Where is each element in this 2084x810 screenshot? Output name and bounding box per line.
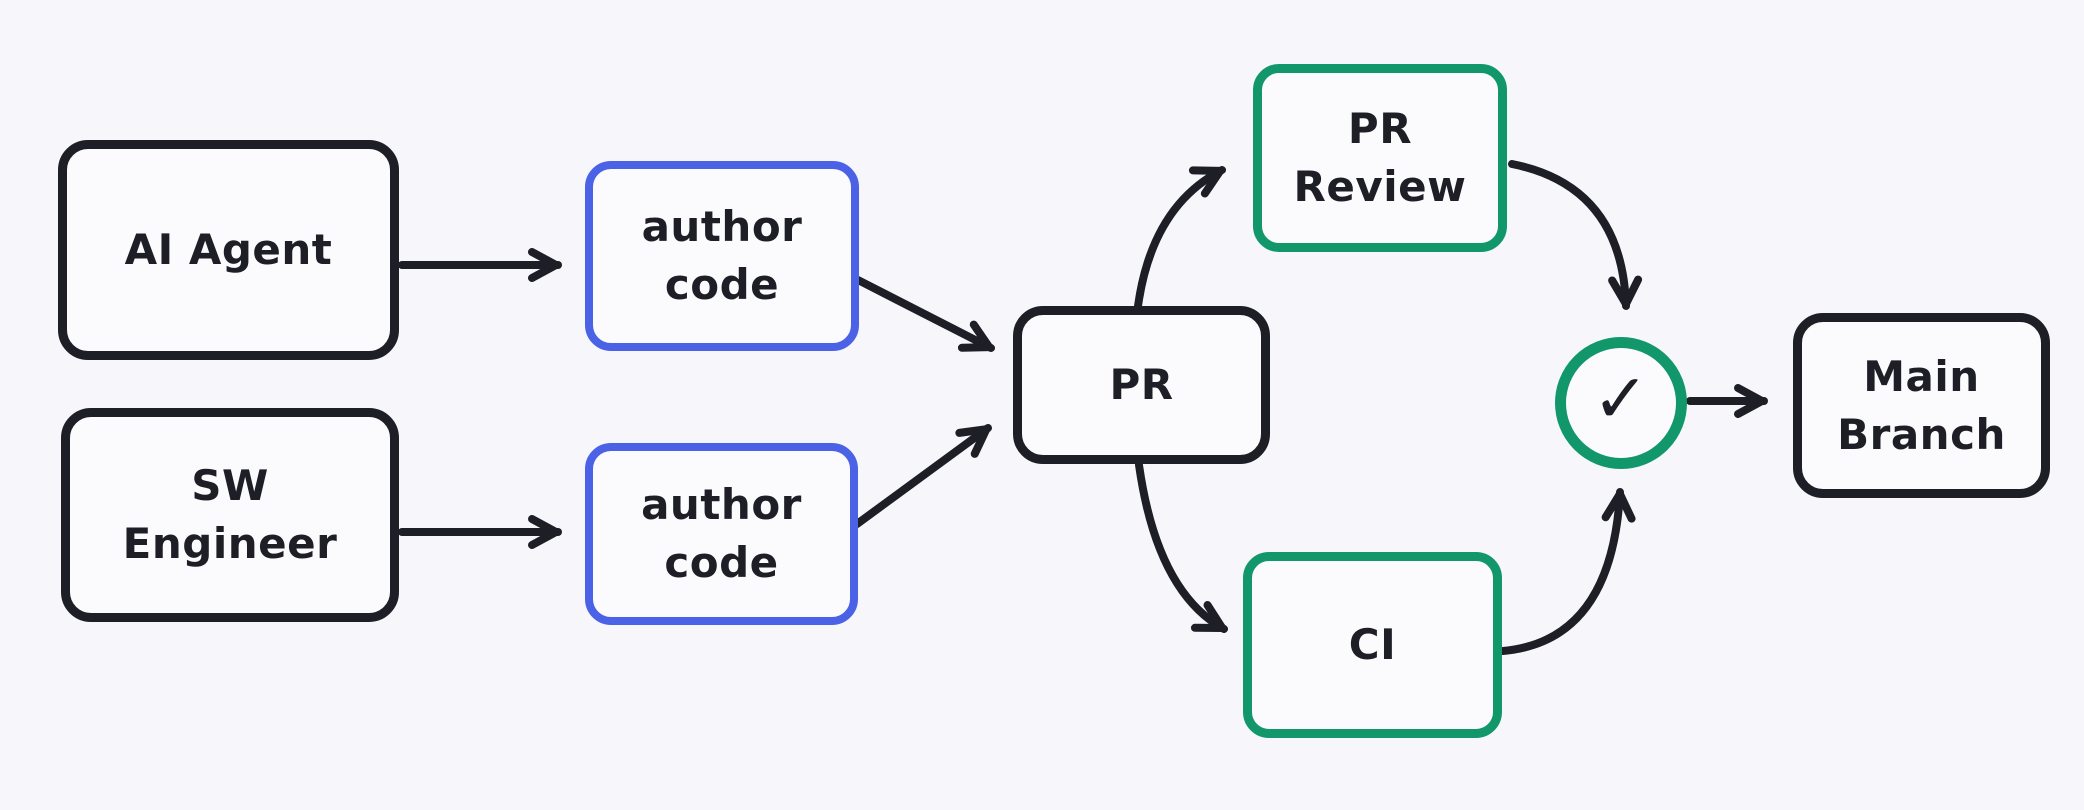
node-ai-agent: AI Agent — [58, 140, 399, 360]
node-ci: CI — [1243, 552, 1502, 738]
node-author-code-top: author code — [585, 161, 859, 351]
node-sw-engineer: SW Engineer — [61, 408, 399, 622]
node-main-branch-label: Main Branch — [1837, 351, 2006, 459]
node-pr-label: PR — [1109, 360, 1174, 410]
node-pr: PR — [1013, 306, 1270, 464]
node-pr-review-label: PR Review — [1293, 104, 1467, 211]
arrow-pr-to-pr-review — [1134, 166, 1226, 310]
node-ci-label: CI — [1348, 620, 1397, 670]
node-author-code-bottom-label: author code — [641, 480, 802, 587]
arrow-author-code-bottom-to-pr — [853, 424, 992, 528]
checkmark-icon: ✓ — [1592, 360, 1650, 439]
node-main-branch: Main Branch — [1793, 313, 2050, 498]
node-author-code-top-label: author code — [641, 202, 803, 309]
node-author-code-bottom: author code — [585, 443, 858, 625]
node-pr-review: PR Review — [1253, 64, 1507, 252]
arrow-pr-review-to-check — [1508, 160, 1643, 310]
arrow-ci-to-check — [1499, 488, 1636, 655]
arrow-pr-to-ci — [1135, 461, 1228, 633]
node-approval-check: ✓ — [1555, 337, 1687, 469]
node-sw-engineer-label: SW Engineer — [122, 461, 338, 568]
arrow-author-code-top-to-pr — [854, 276, 995, 352]
node-ai-agent-label: AI Agent — [124, 225, 333, 275]
